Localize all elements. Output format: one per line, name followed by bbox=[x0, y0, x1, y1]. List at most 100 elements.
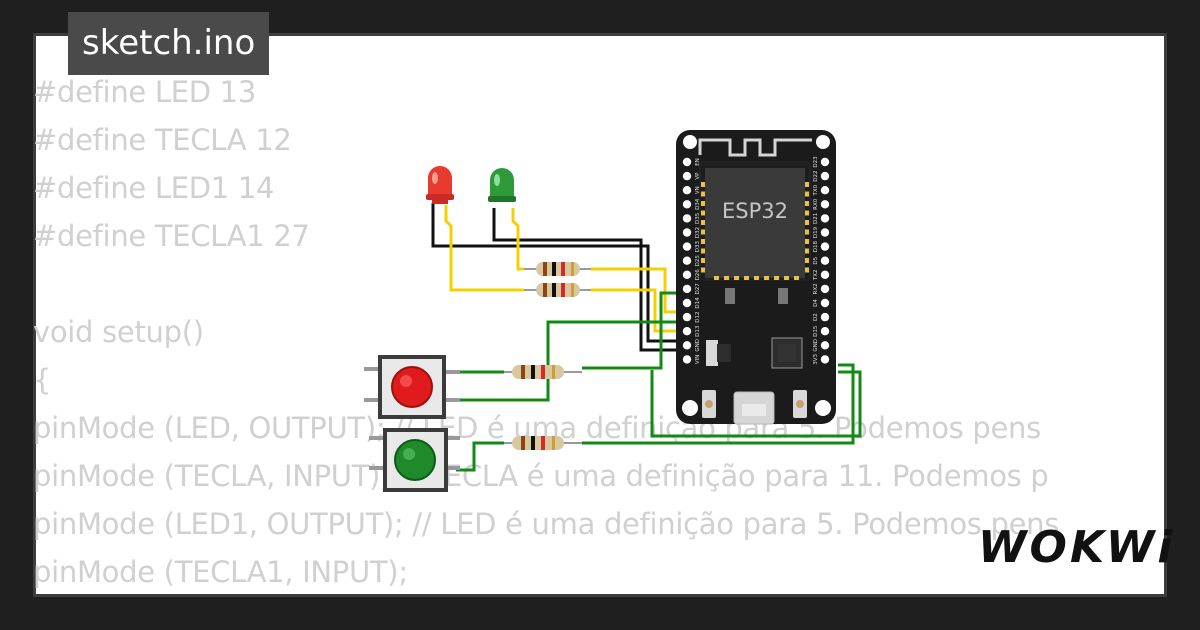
green-pushbutton[interactable] bbox=[369, 428, 460, 492]
wire-green-4[interactable] bbox=[650, 370, 862, 438]
pin-label: D19 bbox=[813, 226, 819, 238]
pin-d33[interactable] bbox=[682, 242, 692, 251]
pin-label: D22 bbox=[813, 170, 819, 181]
pin-label: D5 bbox=[813, 256, 819, 264]
pin-en[interactable] bbox=[682, 157, 692, 167]
antenna-trace bbox=[698, 138, 812, 157]
green-wires bbox=[456, 291, 862, 472]
pin-label: D13 bbox=[695, 325, 701, 337]
pin-d22[interactable] bbox=[820, 171, 830, 181]
pin-d4[interactable] bbox=[820, 298, 830, 308]
pin-d32[interactable] bbox=[682, 228, 692, 237]
mount-hole-2 bbox=[815, 400, 831, 416]
mount-hole-3 bbox=[683, 135, 697, 149]
pin-gnd[interactable] bbox=[682, 341, 692, 350]
pin-label: VN bbox=[695, 186, 701, 194]
resistor-4[interactable] bbox=[504, 436, 582, 450]
green-led[interactable] bbox=[488, 168, 516, 202]
code-editor[interactable]: #define LED 13 #define TECLA 12 #define LE… bbox=[33, 68, 1059, 596]
pin-gnd[interactable] bbox=[820, 341, 830, 350]
pin-vp[interactable] bbox=[682, 171, 692, 181]
voltage-regulator bbox=[706, 340, 718, 366]
pin-label: GND bbox=[695, 339, 701, 352]
pin-d26[interactable] bbox=[682, 270, 692, 279]
wire-yellow-1[interactable] bbox=[444, 205, 524, 292]
pin-label: D26 bbox=[695, 269, 701, 281]
pin-label: 3V3 bbox=[813, 354, 819, 365]
pin-label: RX0 bbox=[813, 198, 819, 210]
pin-label: D18 bbox=[813, 240, 819, 252]
pin-label: D27 bbox=[695, 283, 701, 295]
file-title: sketch.ino bbox=[68, 12, 270, 75]
module-pads bbox=[701, 182, 809, 280]
pin-label: D21 bbox=[813, 213, 819, 224]
code-line: pinMode (TECLA1, INPUT); bbox=[33, 555, 408, 589]
preview-card bbox=[33, 33, 1167, 597]
chip-label: ESP32 bbox=[722, 199, 788, 223]
pin-rx0[interactable] bbox=[820, 200, 830, 209]
pin-d14[interactable] bbox=[682, 298, 692, 308]
pin-d27[interactable] bbox=[682, 284, 692, 294]
esp32-board[interactable]: ESP32 ENVPVND34D35D32D33D25D26D27D14D12D… bbox=[676, 130, 836, 425]
pin-label: D23 bbox=[813, 156, 819, 168]
pin-label: GND bbox=[813, 339, 819, 352]
pin-d13[interactable] bbox=[682, 327, 692, 336]
pin-d35[interactable] bbox=[682, 214, 692, 223]
wire-green-2[interactable] bbox=[456, 320, 687, 402]
pin-d21[interactable] bbox=[820, 214, 830, 223]
pin-label: RX2 bbox=[813, 283, 819, 294]
pin-vn[interactable] bbox=[682, 186, 692, 195]
pin-d25[interactable] bbox=[682, 256, 692, 265]
pin-tx0[interactable] bbox=[820, 186, 830, 195]
pin-label: D25 bbox=[695, 255, 701, 267]
wire-black-2[interactable] bbox=[492, 208, 687, 352]
right-pin-header: D23D22TX0RX0D21D19D18D5TX2RX2D4D2D15GND3… bbox=[813, 156, 830, 365]
pin-d12[interactable] bbox=[682, 312, 692, 322]
pin-d2[interactable] bbox=[820, 312, 830, 322]
pin-label: TX2 bbox=[813, 269, 819, 281]
wire-green-6[interactable] bbox=[456, 441, 504, 472]
resistor-1[interactable] bbox=[524, 262, 591, 276]
code-line: #define TECLA1 27 bbox=[33, 219, 310, 253]
pin-rx2[interactable] bbox=[820, 284, 830, 294]
pin-label: D15 bbox=[813, 325, 819, 337]
pin-d34[interactable] bbox=[682, 200, 692, 209]
pin-vin[interactable] bbox=[682, 355, 692, 364]
code-line: #define TECLA 12 bbox=[33, 123, 292, 157]
code-line: #define LED 13 bbox=[33, 75, 256, 109]
left-pin-header: ENVPVND34D35D32D33D25D26D27D14D12D13GNDV… bbox=[682, 157, 701, 364]
wire-yellow-4[interactable] bbox=[591, 288, 687, 333]
code-line: void setup() bbox=[33, 315, 204, 349]
pin-d15[interactable] bbox=[820, 327, 830, 336]
pin-label: D34 bbox=[695, 198, 701, 210]
resistor-3[interactable] bbox=[504, 365, 582, 379]
red-pushbutton[interactable] bbox=[364, 355, 460, 419]
pin-label: D32 bbox=[695, 227, 701, 238]
pin-label: D35 bbox=[695, 212, 701, 224]
pin-d23[interactable] bbox=[820, 157, 830, 167]
en-button[interactable] bbox=[702, 390, 716, 418]
pin-d5[interactable] bbox=[820, 256, 830, 265]
red-led[interactable] bbox=[426, 166, 454, 204]
pin-label: D33 bbox=[695, 240, 701, 252]
code-line: pinMode (TECLA, INPUT); // TECLA é uma d… bbox=[33, 459, 1049, 493]
code-line: #define LED1 14 bbox=[33, 171, 275, 205]
wire-green-1[interactable] bbox=[582, 291, 687, 370]
resistor-2[interactable] bbox=[524, 283, 591, 297]
pin-label: D12 bbox=[695, 311, 701, 322]
pin-d19[interactable] bbox=[820, 228, 830, 237]
pin-tx2[interactable] bbox=[820, 270, 830, 279]
boot-button[interactable] bbox=[793, 390, 807, 418]
pin-label: EN bbox=[695, 158, 701, 166]
mount-hole-4 bbox=[816, 135, 830, 149]
pin-label: D4 bbox=[813, 299, 819, 307]
pin-d18[interactable] bbox=[820, 242, 830, 251]
wire-yellow-2[interactable] bbox=[511, 208, 524, 271]
pin-3v3[interactable] bbox=[820, 355, 830, 364]
black-wires bbox=[431, 203, 687, 352]
wokwi-logo: WOKWi bbox=[978, 522, 1176, 573]
wire-green-3[interactable] bbox=[582, 363, 855, 445]
mount-hole-1 bbox=[682, 400, 698, 416]
usb-chip bbox=[771, 337, 803, 369]
